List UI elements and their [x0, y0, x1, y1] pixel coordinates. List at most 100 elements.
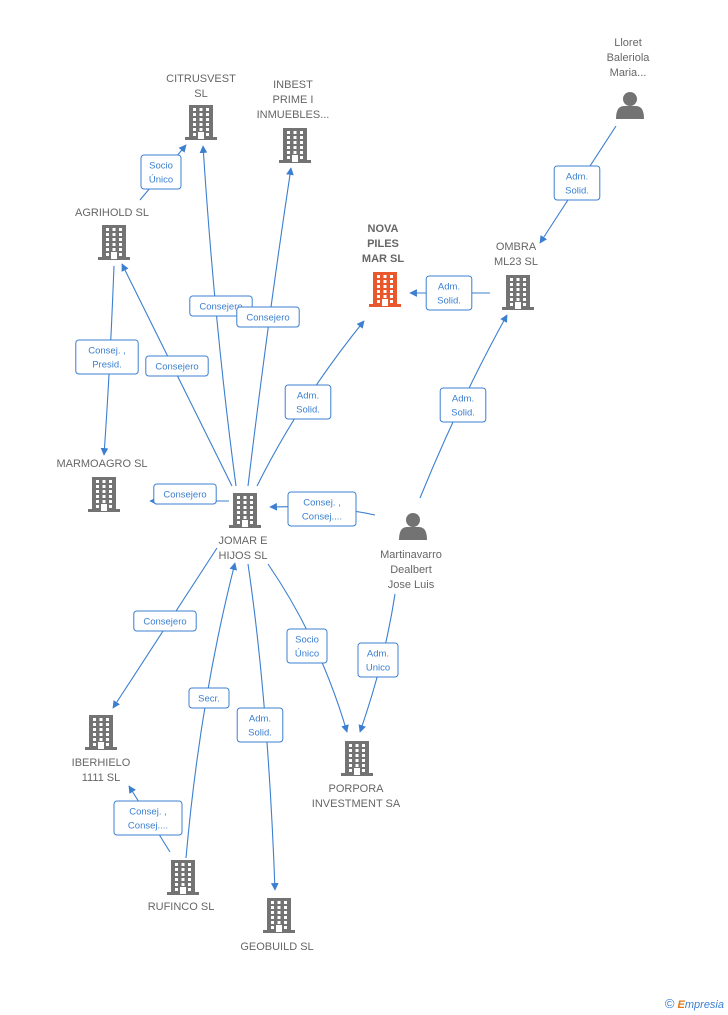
edge-label-text: Consej. ,	[303, 498, 341, 509]
edge-label-jomar-to-geobuild[interactable]: Adm. Solid.	[236, 707, 284, 743]
node-lloret[interactable]: LloretBaleriolaMaria...	[607, 37, 651, 119]
edge-label-text: Unico	[366, 663, 390, 674]
building-icon	[263, 898, 295, 933]
edge-label-text: Consejero	[155, 362, 198, 373]
edge-label-text: Adm.	[452, 394, 474, 405]
edge-label-jomar-to-marmoagro[interactable]: Consejero	[153, 483, 217, 505]
edge-label-jomar-to-inbest[interactable]: Consejero	[236, 306, 300, 328]
edge-label-martinavarro-to-jomar[interactable]: Consej. , Consej....	[287, 491, 357, 527]
node-label: INVESTMENT SA	[312, 798, 401, 810]
edge-label-martinavarro-to-porpora[interactable]: Adm. Unico	[357, 642, 399, 678]
edge-label-box	[284, 384, 332, 420]
edge-label-box	[140, 154, 182, 190]
node-label: HIJOS SL	[219, 550, 268, 562]
edge-label-box	[357, 642, 399, 678]
edge-label-ombra-to-nova[interactable]: Adm.Solid.	[425, 275, 473, 311]
node-marmoagro[interactable]: MARMOAGRO SL	[56, 458, 148, 512]
node-label: AGRIHOLD SL	[75, 207, 149, 219]
edge-label-martinavarro-to-ombra[interactable]: Adm.Solid.	[439, 387, 487, 423]
brand-initial: E	[677, 999, 685, 1011]
node-label: MARMOAGRO SL	[56, 458, 147, 470]
node-agrihold[interactable]: AGRIHOLD SL	[75, 207, 149, 260]
node-label: ML23 SL	[494, 256, 538, 268]
edge-label-box	[425, 275, 473, 311]
node-label: Martinavarro	[380, 549, 442, 561]
node-label: Dealbert	[390, 564, 432, 576]
node-label: 1111 SL	[82, 772, 121, 784]
node-label: Jose Luis	[388, 579, 435, 591]
building-icon	[341, 741, 373, 776]
edge-label-text: Consej....	[128, 821, 168, 832]
node-geobuild[interactable]: GEOBUILD SL	[240, 898, 314, 953]
node-label: RUFINCO SL	[148, 901, 215, 913]
building-icon	[167, 860, 199, 895]
edge-label-text: Solid.	[248, 728, 272, 739]
node-iberhielo[interactable]: IBERHIELO 1111 SL	[72, 715, 131, 784]
edge-label-text: Consej. ,	[129, 807, 167, 818]
node-label: Maria...	[610, 67, 647, 79]
edge-label-box	[75, 339, 139, 375]
brand-name: mpresia	[684, 999, 724, 1011]
edge-label-text: Solid.	[296, 405, 320, 416]
edge-label-text: Adm.	[297, 391, 319, 402]
edge-label-text: Único	[149, 175, 173, 186]
building-icon	[98, 225, 130, 260]
edge-label-text: Consej....	[302, 512, 342, 523]
node-label: Baleriola	[607, 52, 651, 64]
person-icon	[616, 92, 644, 119]
edge-label-box	[553, 165, 601, 201]
edge-label-text: Adm.	[367, 649, 389, 660]
edge-label-box	[188, 687, 230, 709]
edge-label-text: Socio	[149, 161, 173, 172]
edge-label-text: Presid.	[92, 360, 122, 371]
person-icon	[399, 513, 427, 540]
edge-label-jomar-to-agrihold[interactable]: Consejero	[145, 355, 209, 377]
edge-label-text: Adm.	[249, 714, 271, 725]
edge-label-text: Único	[295, 649, 319, 660]
copyright-symbol: ©	[664, 996, 675, 1011]
edge-label-rufinco-to-iberhielo[interactable]: Consej. , Consej....	[113, 800, 183, 836]
node-label: INBEST	[273, 79, 313, 91]
edge-rufinco-to-jomar	[185, 562, 238, 859]
edge-label-text: Solid.	[437, 296, 461, 307]
edge-label-box	[236, 306, 300, 328]
copyright-footer: © Empresia	[665, 996, 724, 1011]
edge-label-box	[145, 355, 209, 377]
edge-label-agrihold-to-marmoagro[interactable]: Consej. , Presid.	[75, 339, 139, 375]
edge-label-text: Solid.	[565, 186, 589, 197]
node-label: IBERHIELO	[72, 757, 131, 769]
edge-label-jomar-to-iberhielo[interactable]: Consejero	[133, 610, 197, 632]
node-label: INMUEBLES...	[257, 109, 330, 121]
edge-label-box	[287, 491, 357, 527]
edge-label-box	[133, 610, 197, 632]
node-ombra[interactable]: OMBRA ML23 SL	[494, 241, 538, 310]
edge-label-box	[286, 628, 328, 664]
node-label: PILES	[367, 238, 399, 250]
node-label: Lloret	[614, 37, 642, 49]
edge-label-text: Adm.	[566, 172, 588, 183]
building-icon	[185, 105, 217, 140]
node-label: JOMAR E	[219, 535, 268, 547]
node-jomar[interactable]: JOMAR E HIJOS SL	[219, 493, 268, 562]
edge-label-jomar-to-nova[interactable]: Adm. Solid.	[284, 384, 332, 420]
node-label: OMBRA	[496, 241, 537, 253]
node-rufinco[interactable]: RUFINCO SL	[148, 860, 215, 913]
building-icon	[502, 275, 534, 310]
edge-label-text: Socio	[295, 635, 319, 646]
edge-jomar-to-citrusvest	[199, 145, 237, 487]
edge-label-lloret-to-ombra[interactable]: Adm. Solid.	[553, 165, 601, 201]
edge-label-text: Consej. ,	[88, 346, 126, 357]
building-icon	[229, 493, 261, 528]
node-label: CITRUSVEST	[166, 73, 236, 85]
edge-label-rufinco-to-jomar[interactable]: Secr.	[188, 687, 230, 709]
building-icon	[85, 715, 117, 750]
building-icon	[369, 272, 401, 307]
